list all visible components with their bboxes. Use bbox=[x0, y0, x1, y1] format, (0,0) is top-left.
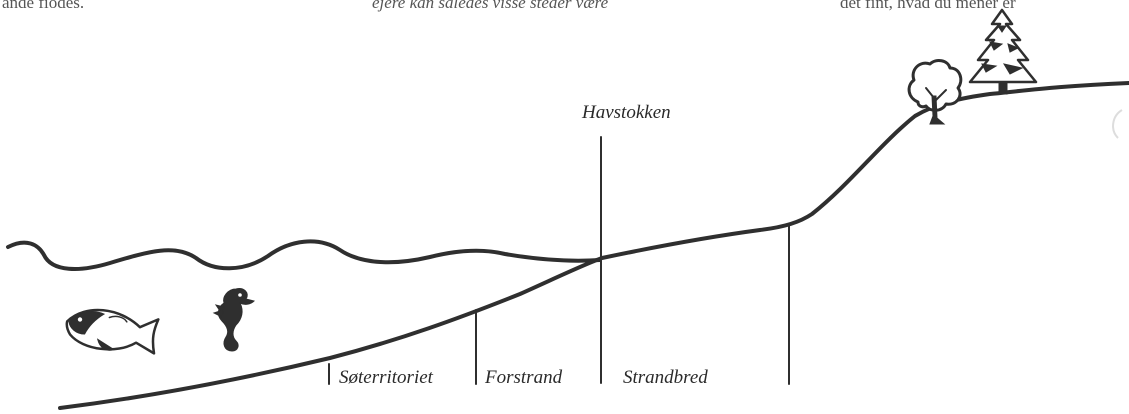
cropped-text-center: ejere kan således visse steder være bbox=[372, 0, 609, 12]
spruce-tree-icon bbox=[968, 8, 1038, 95]
cropped-text-right: det fint, hvad du mener er bbox=[840, 0, 1016, 12]
seabed-ground-line bbox=[58, 81, 1129, 410]
seahorse-icon bbox=[212, 288, 255, 352]
fish-icon bbox=[65, 308, 160, 355]
cropped-page-text: ande fiodes. ejere kan således visse ste… bbox=[2, 0, 1016, 12]
forstrand-label: Forstrand bbox=[484, 367, 563, 388]
havstokken-label: Havstokken bbox=[581, 102, 671, 123]
water-surface-line bbox=[6, 239, 602, 271]
strandbred-label: Strandbred bbox=[623, 367, 708, 388]
margin-mark bbox=[1112, 109, 1123, 139]
cropped-text-left: ande fiodes. bbox=[2, 0, 84, 12]
soterritoriet-label: Søterritoriet bbox=[339, 367, 434, 388]
deciduous-tree-icon bbox=[907, 59, 963, 125]
